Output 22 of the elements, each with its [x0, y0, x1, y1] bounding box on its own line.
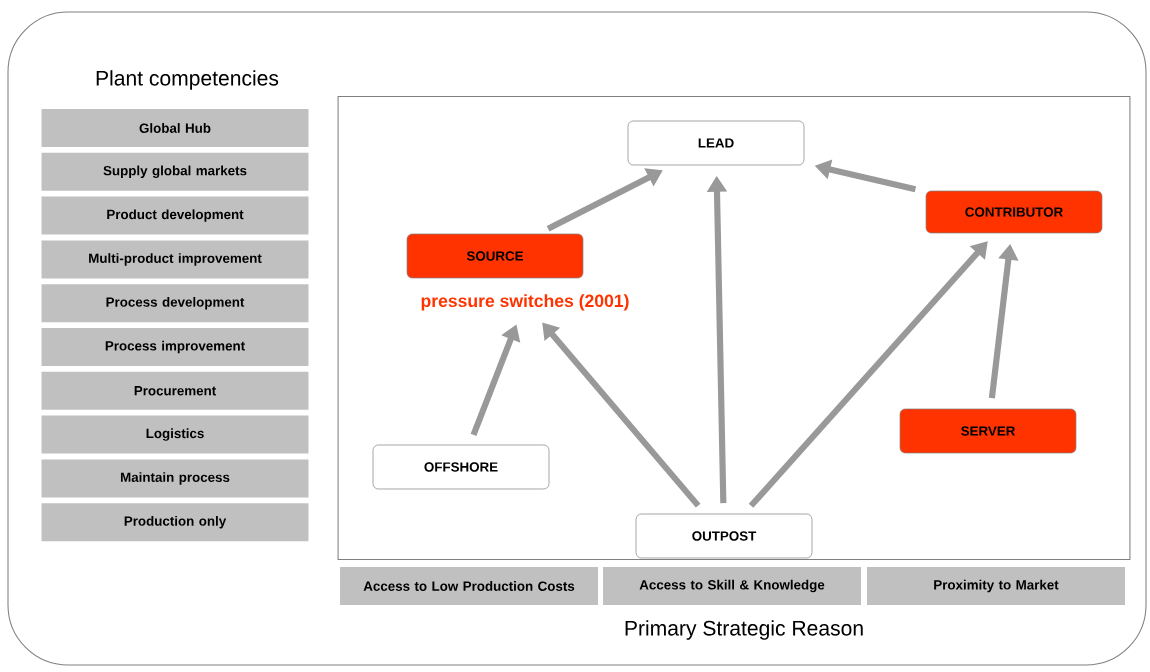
category-bar: Access to Skill & Knowledge [603, 567, 861, 605]
category-bar: Process development [41, 284, 309, 323]
role-box: SERVER [899, 408, 1077, 454]
category-bar: Process improvement [41, 328, 309, 366]
category-bar: Global Hub [41, 109, 309, 147]
category-bar: Production only [41, 503, 309, 542]
node-caption: pressure switches (2001) [421, 294, 629, 311]
role-box: LEAD [627, 120, 805, 166]
category-bar: Supply global markets [41, 152, 309, 191]
role-box: OFFSHORE [372, 444, 550, 490]
category-bar: Procurement [41, 371, 309, 410]
role-box: SOURCE [406, 233, 584, 279]
category-bar: Product development [41, 196, 309, 235]
axis-title: Primary Strategic Reason [625, 620, 863, 640]
category-bar: Proximity to Market [867, 567, 1125, 605]
category-bar: Access to Low Production Costs [340, 567, 598, 605]
role-box: CONTRIBUTOR [925, 190, 1103, 234]
axis-title: Plant competencies [96, 70, 279, 90]
category-bar: Multi-product improvement [41, 240, 309, 279]
category-bar: Logistics [41, 415, 309, 454]
category-bar: Maintain process [41, 459, 309, 498]
role-box: OUTPOST [635, 513, 813, 559]
